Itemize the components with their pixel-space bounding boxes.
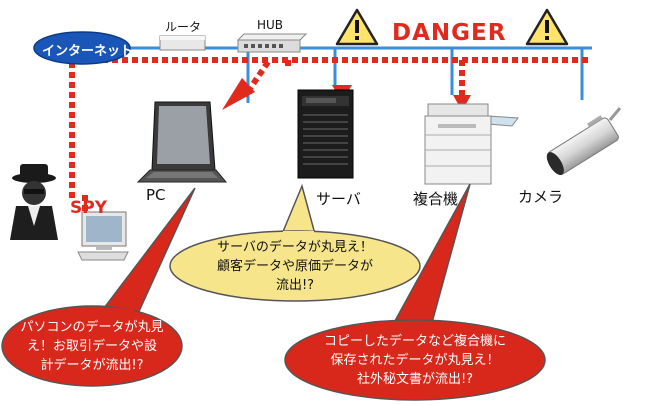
- mfp-bubble-line: 社外秘文書が流出!?: [356, 372, 474, 387]
- pc-bubble-line: パソコンのデータが丸見: [20, 320, 164, 335]
- server-leak-bubble: [169, 183, 421, 302]
- mfp-bubble-text: コピーしたデータなど複合機に 保存されたデータが丸見え！ 社外秘文書が流出!?: [300, 332, 530, 389]
- pc-bubble-line: え！お取引データや設: [26, 339, 157, 354]
- pc-bubble-line: 計データが流出!?: [40, 358, 144, 373]
- warning-icon: [335, 8, 379, 46]
- pc-leak-bubble: [1, 187, 196, 387]
- router-label: ルータ: [165, 20, 202, 34]
- hub-icon: [236, 33, 308, 53]
- server-icon: [297, 89, 354, 179]
- warning-icon: [525, 8, 569, 46]
- copier-icon: [424, 103, 519, 185]
- pc-label: PC: [146, 186, 166, 204]
- arrow-to-pc: [222, 78, 255, 110]
- camera-label: カメラ: [518, 188, 564, 206]
- server-bubble-line: 顧客データや原価データが: [216, 259, 373, 274]
- mfp-bubble-line: 保存されたデータが丸見え！: [330, 353, 500, 368]
- server-bubble-text: サーバのデータが丸見え！ 顧客データや原価データが 流出!?: [185, 238, 405, 295]
- mfp-leak-bubble: [284, 183, 546, 401]
- internet-label: インターネット: [42, 44, 134, 59]
- pc-bubble-text: パソコンのデータが丸見 え！お取引データや設 計データが流出!?: [12, 318, 172, 375]
- network-cable-lines: [125, 46, 592, 103]
- mfp-bubble-line: コピーしたデータなど複合機に: [323, 334, 506, 349]
- spy-label: SPY: [70, 198, 108, 218]
- internet-cloud: [33, 31, 131, 65]
- mfp-label: 複合機: [413, 190, 459, 208]
- spy-icon: [10, 164, 58, 240]
- server-bubble-line: 流出!?: [275, 278, 315, 293]
- spy-computer-icon: [77, 211, 129, 261]
- server-label: サーバ: [316, 190, 361, 208]
- laptop-icon: [136, 101, 228, 183]
- hub-label: HUB: [257, 18, 284, 32]
- server-bubble-line: サーバのデータが丸見え！: [217, 240, 373, 255]
- arrow-to-mfp: [453, 95, 471, 111]
- security-camera-icon: [546, 107, 622, 176]
- danger-label: DANGER: [392, 20, 507, 46]
- router-icon: [159, 35, 206, 51]
